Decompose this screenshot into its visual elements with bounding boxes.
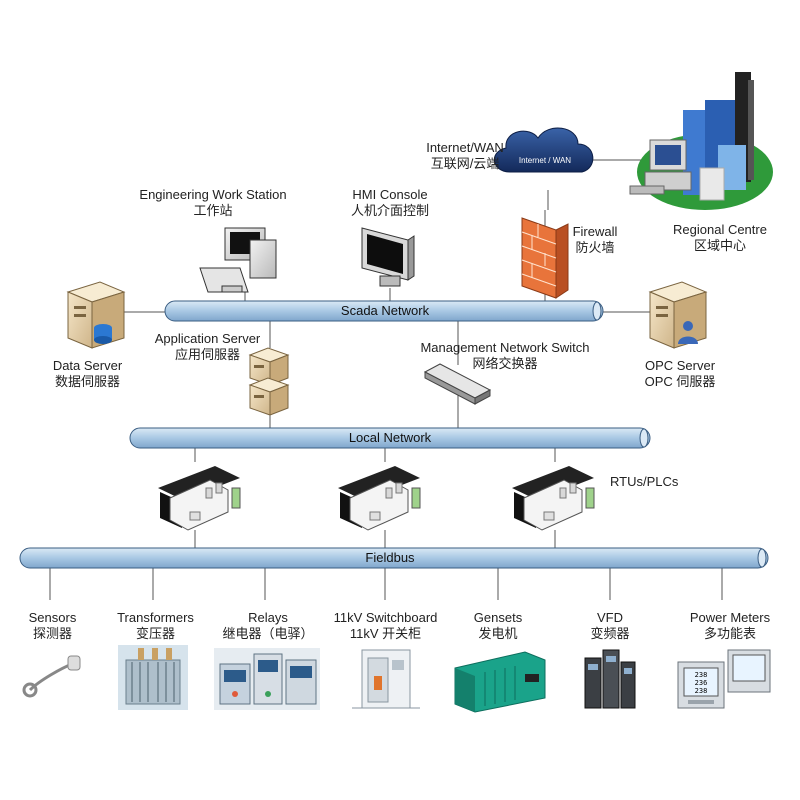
data-server-label: Data Server 数据伺服器 — [35, 358, 140, 390]
data-server-icon — [66, 281, 126, 349]
internet-label-en: Internet/WAN — [426, 140, 504, 155]
opc-server-label-zh: OPC 伺服器 — [644, 374, 716, 389]
local-network-bus — [129, 427, 651, 449]
opc-server-label-en: OPC Server — [644, 358, 716, 373]
opc-server-label: OPC Server OPC 伺服器 — [625, 358, 735, 390]
network-switch-label-zh: 网络交换器 — [472, 356, 538, 371]
transformers-label-zh: 变压器 — [135, 626, 175, 641]
rtus-plcs-label-en: RTUs/PLCs — [610, 474, 679, 489]
field-device-label: Gensets 发电机 — [453, 610, 543, 642]
vfd-icon — [584, 649, 636, 709]
meter-reading-3: 238 — [695, 687, 708, 695]
field-device-label: Relays 继电器（电驿） — [213, 610, 323, 642]
switchboard-label-zh: 11kV 开关柜 — [349, 626, 422, 641]
vfd-label-zh: 变频器 — [590, 626, 630, 641]
workstation-label-en: Engineering Work Station — [139, 187, 287, 202]
connection-lines — [49, 159, 723, 600]
rtu-plc-1-icon — [158, 466, 241, 531]
rtu-plc-2-icon — [338, 466, 421, 531]
hmi-console-label-en: HMI Console — [352, 187, 428, 202]
relays-icon — [214, 648, 320, 710]
switchboard-icon — [352, 649, 420, 709]
regional-centre-icon — [629, 72, 773, 210]
application-server-label-zh: 应用伺服器 — [174, 347, 240, 362]
meter-reading-1: 238 — [695, 671, 708, 679]
data-server-label-en: Data Server — [52, 358, 123, 373]
field-device-label: Sensors 探测器 — [5, 610, 100, 642]
workstation-label-zh: 工作站 — [193, 203, 233, 218]
workstation-icon — [199, 227, 277, 293]
power-meters-label-zh: 多功能表 — [703, 626, 756, 641]
fieldbus-label: Fieldbus — [365, 550, 415, 565]
power-meters-icon: 238 236 238 — [677, 649, 771, 709]
field-device-label: Power Meters 多功能表 — [670, 610, 790, 642]
regional-centre-label-zh: 区域中心 — [693, 238, 746, 253]
local-network-label: Local Network — [348, 430, 432, 445]
sensors-label-en: Sensors — [28, 610, 77, 625]
relays-label-en: Relays — [248, 610, 288, 625]
network-switch-label: Management Network Switch 网络交换器 — [400, 340, 610, 372]
switchboard-label-en: 11kV Switchboard — [333, 610, 438, 625]
vfd-label-en: VFD — [597, 610, 623, 625]
application-server-label-en: Application Server — [154, 331, 261, 346]
regional-centre-label: Regional Centre 区域中心 — [655, 222, 785, 254]
sensors-label-zh: 探测器 — [32, 626, 72, 641]
internet-label-zh: 互联网/云端 — [430, 156, 500, 171]
cloud-icon: Internet / WAN — [494, 127, 594, 173]
data-server-label-zh: 数据伺服器 — [54, 374, 120, 389]
rtu-plc-3-icon — [512, 466, 595, 531]
transformers-label-en: Transformers — [117, 610, 194, 625]
scada-network-bus — [164, 300, 604, 322]
hmi-console-icon — [361, 227, 415, 287]
cloud-label: Internet / WAN — [519, 156, 571, 165]
hmi-console-label-zh: 人机介面控制 — [350, 203, 429, 218]
network-switch-icon — [423, 363, 492, 405]
firewall-label-zh: 防火墙 — [575, 240, 615, 255]
opc-server-icon — [648, 281, 708, 349]
rtus-plcs-label: RTUs/PLCs — [610, 474, 705, 490]
relays-label-zh: 继电器（电驿） — [222, 626, 314, 641]
field-device-label: Transformers 变压器 — [103, 610, 208, 642]
workstation-label: Engineering Work Station 工作站 — [118, 187, 308, 219]
firewall-icon — [521, 217, 569, 299]
gensets-label-zh: 发电机 — [478, 626, 518, 641]
firewall-label: Firewall 防火墙 — [560, 224, 630, 256]
power-meters-label-en: Power Meters — [689, 610, 771, 625]
sensor-icon — [22, 655, 81, 698]
regional-centre-label-en: Regional Centre — [673, 222, 767, 237]
application-server-icon — [248, 347, 290, 416]
scada-network-label: Scada Network — [340, 303, 430, 318]
fieldbus-bus — [19, 547, 769, 569]
meter-reading-2: 236 — [695, 679, 708, 687]
hmi-console-label: HMI Console 人机介面控制 — [335, 187, 445, 219]
field-device-label: 11kV Switchboard 11kV 开关柜 — [318, 610, 453, 642]
internet-label: Internet/WAN 互联网/云端 — [400, 140, 530, 172]
transformer-icon — [118, 645, 188, 710]
network-switch-label-en: Management Network Switch — [420, 340, 590, 355]
genset-icon — [454, 651, 546, 713]
firewall-label-en: Firewall — [572, 224, 618, 239]
gensets-label-en: Gensets — [473, 610, 523, 625]
application-server-label: Application Server 应用伺服器 — [140, 331, 275, 363]
field-device-label: VFD 变频器 — [575, 610, 645, 642]
